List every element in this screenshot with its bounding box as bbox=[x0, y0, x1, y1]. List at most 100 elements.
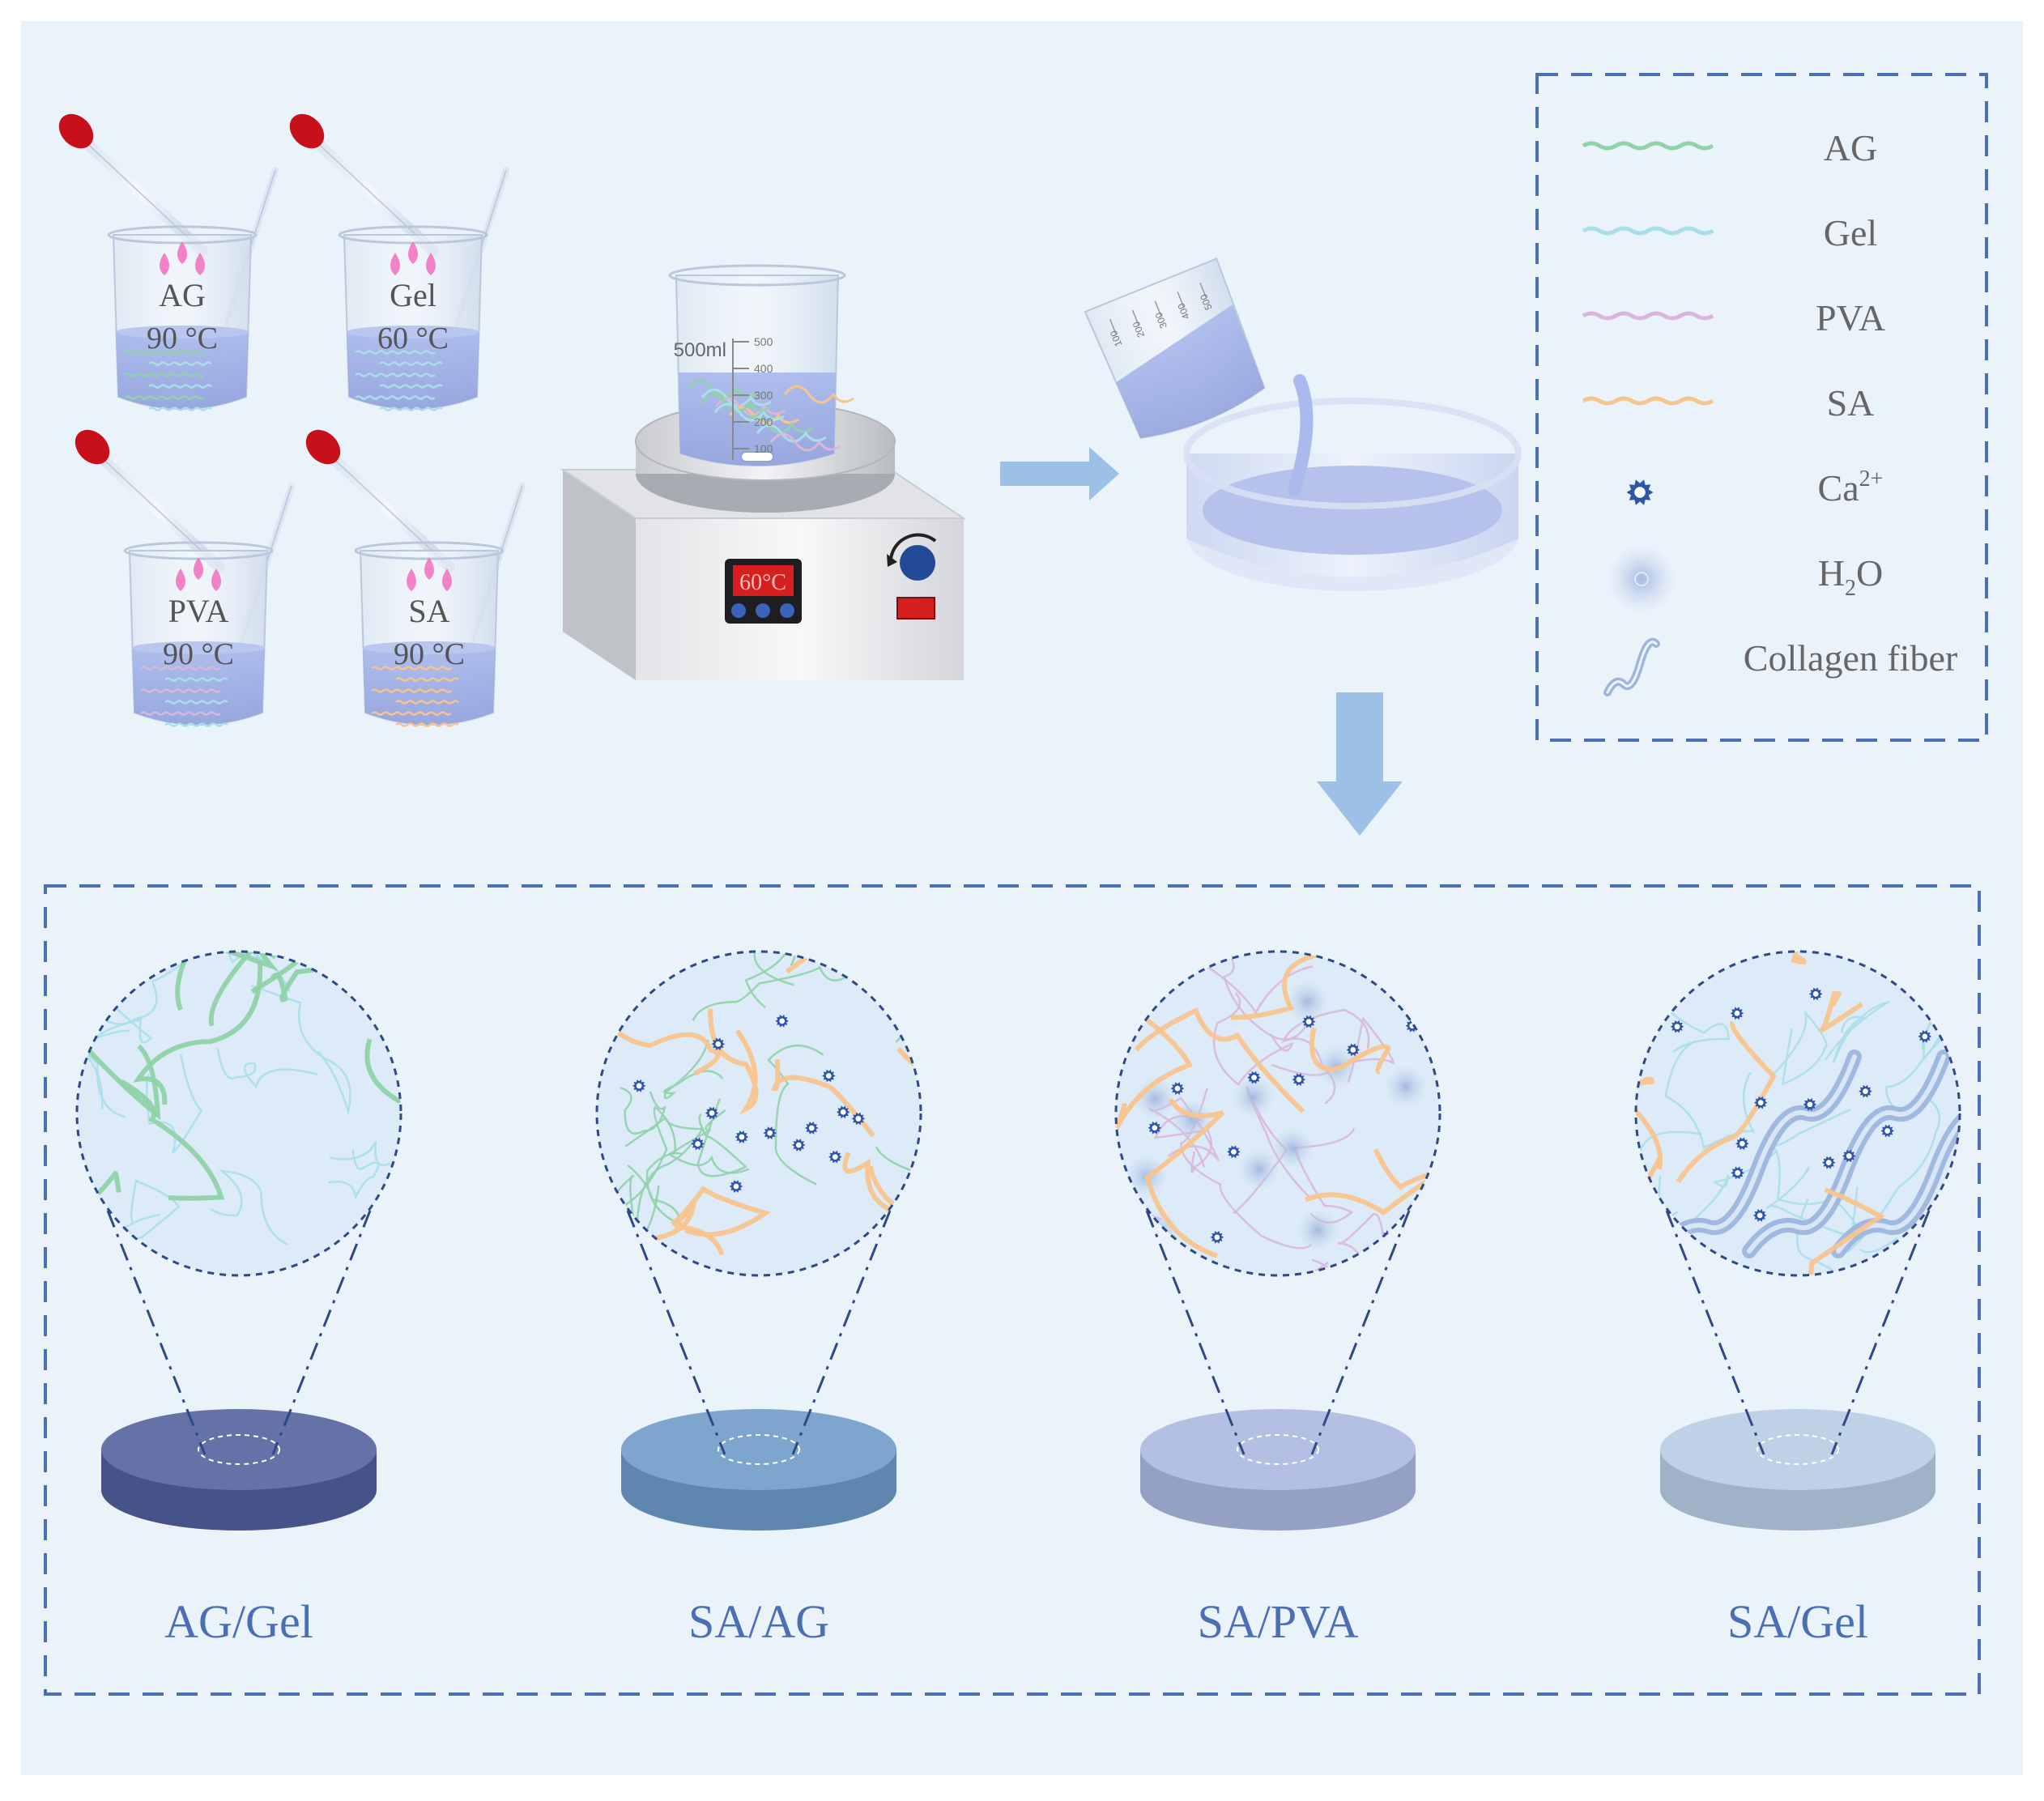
calcium-crosslink-icon bbox=[735, 1130, 749, 1143]
legend-item: Gel bbox=[1582, 212, 1877, 253]
pipette-bulb bbox=[305, 429, 341, 465]
films-frame bbox=[44, 884, 1981, 1696]
calcium-core bbox=[1846, 1153, 1852, 1159]
legend-label: Gel bbox=[1824, 212, 1877, 253]
calcium-core bbox=[1174, 1085, 1181, 1092]
collagen-fiber-highlight bbox=[1836, 1054, 1960, 1254]
droplet-icon bbox=[194, 557, 203, 580]
power-switch bbox=[896, 597, 935, 619]
calcium-crosslink-icon bbox=[711, 1037, 726, 1051]
calcium-core bbox=[779, 1018, 786, 1024]
water-blob-icon bbox=[1237, 1147, 1280, 1190]
calcium-crosslink-icon bbox=[1148, 1121, 1162, 1135]
calcium-core bbox=[767, 1130, 773, 1136]
calcium-core bbox=[1825, 1160, 1832, 1166]
calcium-crosslink-icon bbox=[632, 1079, 646, 1092]
droplet-icon bbox=[211, 568, 221, 591]
control-button bbox=[780, 603, 794, 618]
thin-chain bbox=[251, 984, 351, 1116]
thick-chain bbox=[1799, 1187, 1886, 1275]
legend-Gel-chain-icon bbox=[1582, 226, 1714, 236]
calcium-crosslink-icon bbox=[805, 1122, 819, 1135]
pour-scale-tick bbox=[1154, 300, 1162, 317]
thin-chain bbox=[83, 983, 153, 1109]
legend-label-tail: O bbox=[1856, 552, 1883, 594]
zoom-line-left bbox=[1665, 1210, 1765, 1455]
calcium-core bbox=[709, 1110, 715, 1116]
calcium-crosslink-icon bbox=[1842, 1149, 1856, 1163]
mixed-chain bbox=[713, 402, 785, 422]
calcium-crosslink-icon bbox=[792, 1139, 806, 1152]
thick-chain bbox=[1116, 1013, 1194, 1145]
calcium-crosslink-icon bbox=[1670, 1020, 1684, 1033]
legend-label-main: SA bbox=[1827, 382, 1875, 424]
zoom-line-right bbox=[791, 1210, 892, 1455]
calcium-core bbox=[855, 1116, 862, 1122]
calcium-crosslink-icon bbox=[1821, 1156, 1836, 1169]
scale-label: 500 bbox=[754, 335, 773, 348]
calcium-crosslink-icon bbox=[1346, 1043, 1361, 1057]
calcium-crosslink-icon bbox=[1731, 1166, 1744, 1180]
droplet-icon bbox=[424, 557, 434, 580]
polymer-chain bbox=[395, 700, 459, 705]
speed-knob-icon bbox=[900, 545, 935, 581]
pour-scale-tick bbox=[1109, 318, 1117, 335]
calcium-crosslink-icon bbox=[1210, 1231, 1224, 1244]
thin-chain bbox=[216, 1048, 317, 1089]
calcium-crosslink-icon bbox=[1918, 1030, 1932, 1043]
liquid-surface bbox=[347, 326, 479, 338]
calcium-crosslink-icon bbox=[1292, 1073, 1306, 1086]
film-disc-sheen bbox=[101, 1409, 377, 1490]
legend-label: SA bbox=[1827, 382, 1875, 424]
zoom-circle-outline bbox=[1114, 950, 1441, 1277]
polymer-chain bbox=[395, 722, 459, 727]
calcium-crosslink-icon bbox=[1808, 987, 1823, 1001]
calcium-crosslink-icon bbox=[1859, 1084, 1872, 1098]
thin-chain bbox=[1825, 1000, 1890, 1064]
thick-chain bbox=[771, 1058, 875, 1138]
pipette-edge bbox=[96, 453, 219, 568]
film-label: AG/Gel bbox=[164, 1595, 313, 1648]
calcium-core bbox=[1350, 1046, 1356, 1053]
droplet-icon bbox=[177, 241, 187, 264]
polymer-chain bbox=[140, 688, 221, 693]
zoom-circle-fill bbox=[597, 952, 921, 1275]
dish-rim bbox=[1183, 398, 1522, 509]
thick-chain bbox=[208, 952, 315, 1027]
collagen-fiber-highlight bbox=[1747, 1054, 1946, 1254]
polymer-chain bbox=[164, 700, 228, 705]
scale-label: 100 bbox=[754, 442, 773, 455]
water-blob-icon bbox=[1297, 1209, 1339, 1252]
pipette-bulb bbox=[58, 113, 94, 149]
calcium-crosslink-icon bbox=[705, 1106, 719, 1120]
legend-item: PVA bbox=[1582, 297, 1885, 338]
film-SA-Gel: SA/Gel bbox=[1634, 950, 1961, 1648]
legend-item: Collagen fiber bbox=[1603, 637, 1957, 696]
thick-chain bbox=[1144, 1097, 1232, 1258]
calcium-crosslink-icon bbox=[1803, 1098, 1817, 1111]
beaker-label: PVA bbox=[168, 593, 229, 629]
thin-chain bbox=[875, 1146, 921, 1254]
droplet-icon bbox=[407, 568, 416, 591]
beaker-temperature: 90 °C bbox=[394, 637, 465, 671]
calcium-crosslink-icon bbox=[1880, 1124, 1894, 1138]
polymer-chain bbox=[379, 361, 443, 366]
legend-PVA-chain-icon bbox=[1582, 311, 1714, 321]
pipette-bulb bbox=[289, 113, 325, 149]
thick-chain bbox=[1373, 1147, 1440, 1191]
polymer-chain bbox=[140, 711, 221, 716]
polymer-chain bbox=[379, 407, 443, 411]
thin-chain bbox=[692, 965, 858, 1021]
thin-chain bbox=[330, 1141, 401, 1209]
liquid-surface bbox=[116, 326, 249, 338]
calcium-core bbox=[1884, 1128, 1891, 1134]
thick-chain bbox=[1819, 990, 1863, 1032]
thick-chain bbox=[842, 1152, 917, 1220]
thin-chain bbox=[620, 1087, 666, 1135]
droplet-icon bbox=[442, 568, 452, 591]
